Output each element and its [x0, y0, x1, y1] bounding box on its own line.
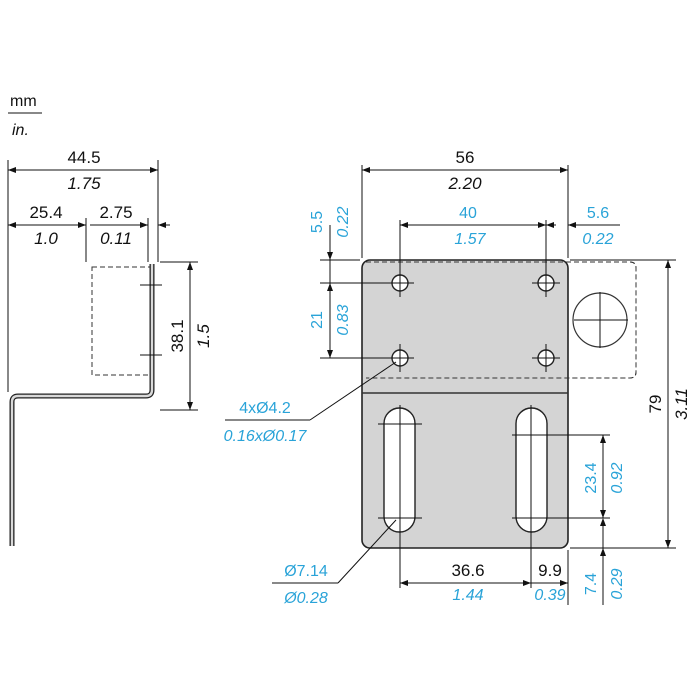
unit-secondary: in. [12, 122, 29, 139]
mounting-holes [386, 269, 560, 372]
side-height-mm: 38.1 [168, 319, 187, 352]
slot-spacing-in: 1.44 [452, 587, 483, 604]
side-height-in: 1.5 [194, 324, 213, 348]
slot-width-in: Ø0.28 [283, 590, 328, 607]
side-offset-in: 1.0 [34, 229, 58, 248]
units-legend: mm in. [8, 93, 42, 139]
top-edge-to-hole-in: 0.22 [335, 206, 352, 237]
front-view: 56 2.20 40 1.57 5.6 0.22 5.5 0.22 21 0.8… [224, 148, 691, 607]
holes-spec-mm: 4xØ4.2 [239, 400, 291, 417]
front-width-in: 2.20 [447, 174, 482, 193]
slot-bottom-offset-mm: 7.4 [583, 573, 600, 595]
slot-spacing-mm: 36.6 [451, 561, 484, 580]
side-width-in: 1.75 [67, 174, 101, 193]
slot-length-in: 0.92 [609, 462, 626, 493]
front-height-mm: 79 [646, 395, 665, 414]
side-offset-mm: 25.4 [29, 203, 62, 222]
side-thickness-in: 0.11 [100, 229, 132, 248]
slot-length-mm: 23.4 [583, 462, 600, 493]
slot-edge-offset-in: 0.39 [534, 587, 565, 604]
sensor-outline [91, 266, 151, 376]
slot-bottom-offset-in: 0.29 [609, 568, 626, 599]
holes-spec-in: 0.16xØ0.17 [224, 428, 308, 445]
front-height-in: 3.11 [672, 388, 691, 420]
hole-spacing-x-mm: 40 [459, 205, 477, 222]
side-view: 44.5 1.75 25.4 1.0 2.75 0.11 38.1 1.5 [7, 148, 213, 546]
bracket-profile [9, 264, 155, 546]
edge-offset-right-in: 0.22 [582, 231, 613, 248]
hole-spacing-y-in: 0.83 [335, 304, 352, 335]
hole-spacing-y-mm: 21 [309, 311, 326, 329]
top-edge-to-hole-mm: 5.5 [309, 211, 326, 233]
front-width-mm: 56 [456, 148, 475, 167]
hole-spacing-x-in: 1.57 [454, 231, 486, 248]
side-thickness-mm: 2.75 [99, 203, 132, 222]
slot-width-mm: Ø7.14 [284, 563, 328, 580]
mounting-slots [378, 405, 610, 588]
edge-offset-right-mm: 5.6 [587, 205, 609, 222]
slot-edge-offset-mm: 9.9 [538, 561, 562, 580]
side-width-mm: 44.5 [67, 148, 100, 167]
unit-primary: mm [10, 93, 37, 110]
